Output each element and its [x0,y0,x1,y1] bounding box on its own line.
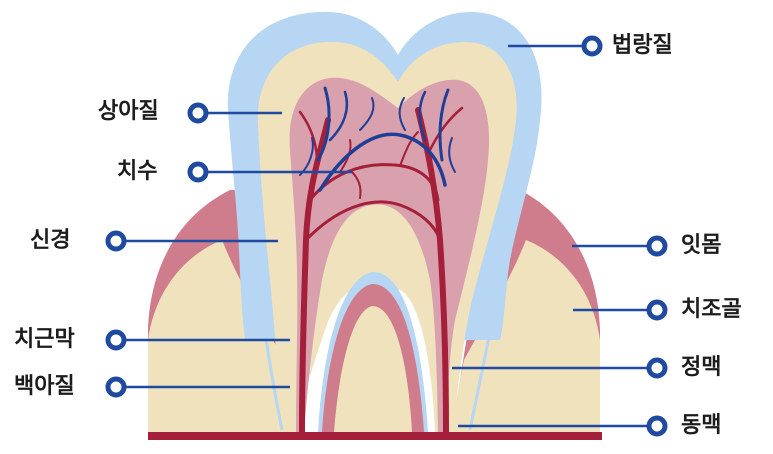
label-periodontal-ligament: 치근막 [14,327,75,352]
cementum-right [468,239,507,431]
bone-left [148,240,298,432]
label-nerve: 신경 [30,228,71,253]
marker-ligament [105,329,127,351]
label-gum: 잇몸 [681,233,722,258]
marker-cementum [105,376,127,398]
cementum-left [250,209,284,431]
vein-network [299,86,456,192]
inter-root-core [334,305,412,432]
marker-nerve [105,230,127,252]
label-artery: 동맥 [681,413,722,438]
label-markers [105,35,668,437]
label-dentin: 상아질 [98,99,159,124]
label-enamel: 법랑질 [612,33,673,58]
leader-lines [118,44,655,428]
bone-right [450,240,600,432]
marker-artery [646,415,668,437]
marker-enamel [581,35,603,57]
label-pulp: 치수 [117,159,158,184]
marker-dentin [187,102,209,124]
label-cementum: 백아질 [14,374,75,399]
marker-gum [646,235,668,257]
label-vein: 정맥 [681,355,722,380]
label-alveolar-bone: 치조골 [681,297,742,322]
marker-vein [646,357,668,379]
marker-bone [646,299,668,321]
marker-pulp [187,161,209,183]
